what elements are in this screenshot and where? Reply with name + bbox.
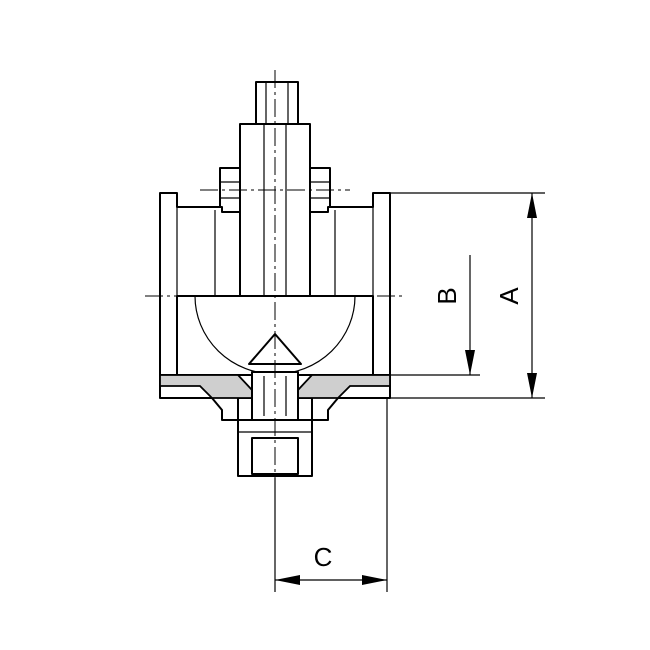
extension-lines	[274, 192, 545, 592]
dimension-b-label: B	[432, 287, 462, 304]
stem-top	[255, 81, 299, 125]
centerlines	[145, 70, 405, 500]
dimension-c: C	[275, 542, 387, 585]
dimension-c-label: C	[314, 542, 333, 572]
dimension-b: B	[432, 255, 475, 375]
dimension-a: A	[494, 193, 537, 398]
dimension-a-label: A	[494, 287, 524, 305]
valve-body	[159, 192, 391, 376]
